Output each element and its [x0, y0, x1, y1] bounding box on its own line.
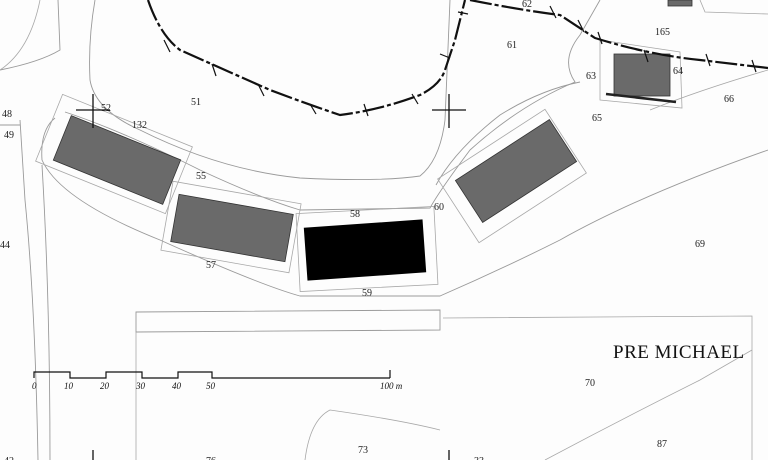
scale-tick-20: 20: [100, 381, 110, 391]
parcel-number-61: 61: [507, 40, 517, 51]
parcel-number-59: 59: [362, 288, 372, 299]
road-edge-nw: [0, 0, 61, 71]
plot-outline-57: [160, 180, 302, 274]
parcel-number-70: 70: [585, 378, 595, 389]
road-west-a: [19, 119, 39, 460]
parcel-number-51: 51: [191, 97, 201, 108]
parcel-number-69: 69: [695, 239, 705, 250]
building-55: [52, 115, 182, 205]
parcel-number-76: 76: [206, 456, 216, 460]
building-64-edge: [605, 92, 677, 104]
boundaries: [146, 0, 768, 117]
parcel-number-62: 62: [522, 0, 532, 10]
parcel-number-48: 48: [2, 109, 12, 120]
plot-outline-55: [35, 93, 193, 215]
parcel-number-55: 55: [196, 171, 206, 182]
parcel-number-73: 73: [358, 445, 368, 456]
survey-marks: [76, 94, 466, 460]
parcel-number-33: 33: [474, 456, 484, 460]
scale-tick-50: 50: [206, 381, 216, 391]
parcel-ne-edge: [699, 0, 768, 15]
scale-tick-30: 30: [135, 381, 146, 391]
road-west-b: [41, 164, 51, 460]
road-edge-east: [435, 81, 581, 186]
parcel-number-57: 57: [206, 260, 216, 271]
buildings: [35, 0, 693, 292]
road-strip: [135, 309, 441, 333]
parcel-labels: 52 132 51 48 49 55 57 58 59 60 61 62 63 …: [0, 0, 734, 460]
parcel-number-66: 66: [724, 94, 734, 105]
parcel-number-42: 42: [4, 456, 14, 460]
building-57: [170, 193, 294, 263]
road-edge-lower: [41, 117, 768, 297]
boundary-north: [469, 0, 768, 70]
parcel-number-60: 60: [434, 202, 444, 213]
boundary-ticks: [163, 5, 757, 117]
parcel-number-64: 64: [673, 66, 683, 77]
parcel-number-132: 132: [132, 120, 147, 131]
parcel-nw-edge: [0, 0, 41, 71]
building-60: [454, 118, 578, 224]
scale-bar-line: [33, 371, 390, 379]
parcel-number-63: 63: [586, 71, 596, 82]
scale-tick-10: 10: [64, 381, 74, 391]
parcel-number-165: 165: [655, 27, 670, 38]
parcel-70: [442, 315, 753, 460]
building-ne: [667, 0, 693, 7]
plot-outline-58: [295, 206, 439, 292]
place-name: PRE MICHAEL: [613, 342, 745, 363]
scale-bar: 0 10 20 30 40 50 100 m: [32, 370, 403, 391]
parcel-number-44: 44: [0, 240, 10, 251]
parcel-number-52: 52: [101, 103, 111, 114]
scale-tick-40: 40: [172, 381, 182, 391]
parcel-73-edge: [304, 409, 441, 460]
parcel-number-87: 87: [657, 439, 667, 450]
road-edge-middle: [64, 0, 601, 211]
parcel-number-65: 65: [592, 113, 602, 124]
parcel-64: [599, 39, 683, 109]
parcel-66-edge: [649, 69, 768, 111]
parcel-number-58: 58: [350, 209, 360, 220]
scale-tick-0: 0: [32, 381, 37, 391]
parcel-87-edge: [544, 349, 753, 460]
parcel-number-49: 49: [4, 130, 14, 141]
building-64: [613, 53, 671, 97]
building-58-highlighted: [303, 219, 427, 281]
plot-outline-60: [437, 108, 587, 244]
road-edge-upper: [89, 0, 451, 181]
boundary-west: [146, 0, 467, 117]
scale-tick-100m: 100 m: [380, 381, 403, 391]
